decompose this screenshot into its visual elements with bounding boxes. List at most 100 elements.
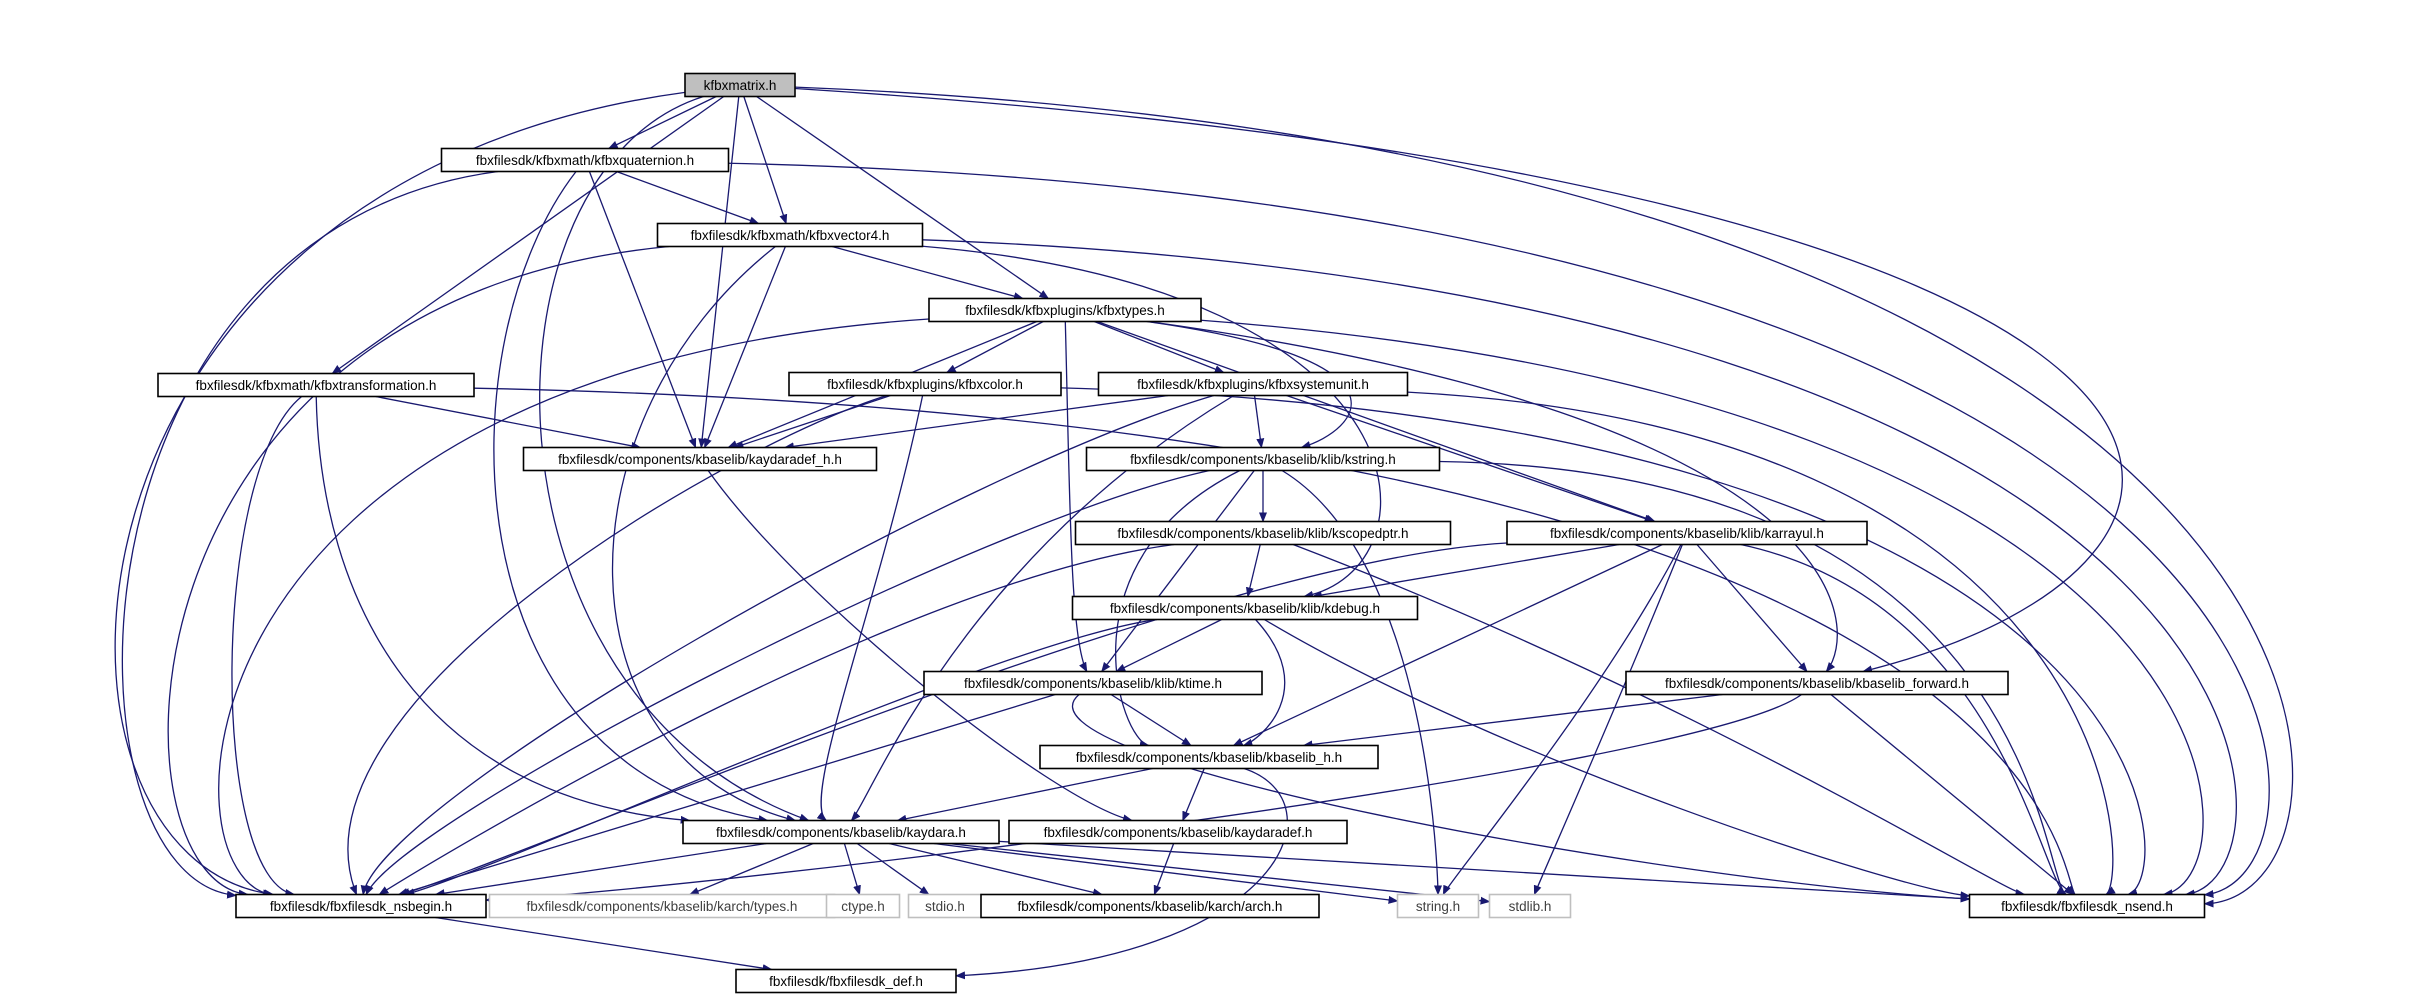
node-label: fbxfilesdk/components/kbaselib/kaydarade… [558,452,842,467]
edge-karrayul-to-kdebug [1311,543,1620,599]
edge-nsbegin-to-fbxfilesdk_def [435,916,773,973]
node-box [1097,371,1409,397]
edge-kstring-to-kbaselib_h [1115,469,1241,748]
edge-kdebug-to-kbaselib_h [1242,619,1286,747]
edge-karrayul-to-kbaselib_forward [1696,544,1808,673]
node-box [1506,520,1868,546]
edge-kdebug-to-nsend [1263,618,1971,900]
edge-vector4-to-kdebug [922,245,1382,599]
edge-transformation-to-kaydaradef_h [375,395,642,450]
edge-kfbxcolor-to-kaydaradef_h [733,394,891,449]
edge-kfbxmatrix-to-transformation [331,95,725,375]
edge-quaternion-to-kaydara [493,171,769,824]
edge-kaydara-to-nsend [998,840,1971,903]
edge-systemunit-to-kstring [1253,395,1265,449]
edge-ktime-to-nsbegin [397,693,1056,896]
edge-kfbxmatrix-to-nsbegin [114,91,686,898]
node-label: ctype.h [841,899,885,914]
node-label: fbxfilesdk/components/kbaselib/karch/arc… [1018,899,1283,914]
edge-kfbxtypes-to-kbaselib_forward [1148,320,1838,673]
edge-kfbxtypes-to-nsbegin [218,318,930,898]
node-box [1071,595,1419,621]
node-label: fbxfilesdk/kfbxplugins/kfbxsystemunit.h [1137,377,1369,392]
node-label: fbxfilesdk/kfbxplugins/kfbxtypes.h [965,303,1165,318]
node-box [157,372,475,398]
edge-kaydara-to-types [688,842,814,896]
edge-ktime-to-nsend [1071,694,1971,903]
node-kfbxcolor[interactable]: fbxfilesdk/kfbxplugins/kfbxcolor.h [788,371,1062,397]
edge-transformation-to-nsend [473,387,2076,896]
edge-kstring-to-ktime [1101,470,1255,673]
node-stdio: stdio.h [907,893,983,919]
node-box [1039,744,1379,770]
edge-systemunit-to-karrayul [1286,394,1655,523]
edge-kaydara-to-arch [888,842,1103,897]
node-box [1008,819,1348,845]
node-kbaselib_forward[interactable]: fbxfilesdk/components/kbaselib/kbaselib_… [1625,670,2009,696]
edge-vector4-to-kfbxtypes [831,245,1024,300]
node-label: fbxfilesdk/components/kbaselib/klib/kstr… [1130,452,1396,467]
edge-karrayul-to-kbaselib_h [1232,543,1663,747]
edge-kfbxmatrix-to-nsend [794,86,2294,908]
edge-kfbxtypes-to-ktime [1064,321,1088,673]
edge-kfbxtypes-to-karrayul [1096,320,1656,523]
node-label: fbxfilesdk/components/kbaselib/klib/kdeb… [1110,601,1380,616]
node-box [656,222,924,248]
node-label: fbxfilesdk/components/kbaselib/klib/karr… [1550,526,1824,541]
node-karrayul[interactable]: fbxfilesdk/components/kbaselib/klib/karr… [1506,520,1868,546]
edge-kscopedptr-to-kdebug [1245,544,1261,598]
node-box [682,819,1000,845]
node-stdlib: stdlib.h [1488,893,1572,919]
node-nsbegin[interactable]: fbxfilesdk/fbxfilesdk_nsbegin.h [235,893,487,919]
node-box [825,893,901,919]
node-label: fbxfilesdk/kfbxmath/kfbxtransformation.h [196,378,437,393]
node-kdebug[interactable]: fbxfilesdk/components/kbaselib/klib/kdeb… [1071,595,1419,621]
node-quaternion[interactable]: fbxfilesdk/kfbxmath/kfbxquaternion.h [440,147,730,173]
edge-quaternion-to-kaydaradef_h [588,171,697,449]
node-vector4[interactable]: fbxfilesdk/kfbxmath/kfbxvector4.h [656,222,924,248]
edge-ktime-to-kbaselib_h [1110,693,1192,747]
edge-quaternion-to-nsbegin [121,170,499,899]
node-box [440,147,730,173]
edge-kaydara-to-string [933,842,1399,904]
node-transformation[interactable]: fbxfilesdk/kfbxmath/kfbxtransformation.h [157,372,475,398]
node-kfbxtypes[interactable]: fbxfilesdk/kfbxplugins/kfbxtypes.h [928,297,1202,323]
node-arch[interactable]: fbxfilesdk/components/kbaselib/karch/arc… [980,893,1320,919]
node-kbaselib_h[interactable]: fbxfilesdk/components/kbaselib/kbaselib_… [1039,744,1379,770]
node-types: fbxfilesdk/components/kbaselib/karch/typ… [488,893,836,919]
node-kaydaradef_h[interactable]: fbxfilesdk/components/kbaselib/kaydarade… [522,446,878,472]
edge-vector4-to-nsbegin [167,245,669,898]
edge-kbaselib_h-to-kaydaradef [1182,768,1205,822]
edge-kstring-to-string [1281,469,1442,896]
edge-kstring-to-nsbegin [365,469,1210,896]
node-kaydara[interactable]: fbxfilesdk/components/kbaselib/kaydara.h [682,819,1000,845]
edge-systemunit-to-kaydaradef_h [783,394,1169,451]
node-label: fbxfilesdk/components/kbaselib/kaydarade… [1044,825,1313,840]
node-box [928,297,1202,323]
edge-kbaselib_h-to-kaydara [896,767,1153,823]
node-label: fbxfilesdk/components/kbaselib/karch/typ… [527,899,798,914]
edge-karrayul-to-stdlib [1533,544,1683,896]
node-box [1488,893,1572,919]
edge-transformation-to-nsbegin [231,395,303,897]
node-label: fbxfilesdk/fbxfilesdk_nsbegin.h [270,899,452,914]
edge-kscopedptr-to-nsbegin [378,543,1175,896]
node-kaydaradef[interactable]: fbxfilesdk/components/kbaselib/kaydarade… [1008,819,1348,845]
node-kscopedptr[interactable]: fbxfilesdk/components/kbaselib/klib/ksco… [1074,520,1452,546]
node-label: fbxfilesdk/kfbxmath/kfbxquaternion.h [476,153,694,168]
edge-vector4-to-kaydaradef_h [704,246,786,449]
node-kstring[interactable]: fbxfilesdk/components/kbaselib/klib/kstr… [1085,446,1441,472]
node-box [522,446,878,472]
edge-kbaselib_h-to-fbxfilesdk_def [955,767,1288,980]
node-fbxfilesdk_def[interactable]: fbxfilesdk/fbxfilesdk_def.h [735,968,957,994]
node-kfbxmatrix[interactable]: kfbxmatrix.h [684,72,796,98]
edge-quaternion-to-vector4 [616,170,760,225]
node-label: fbxfilesdk/kfbxplugins/kfbxcolor.h [827,377,1023,392]
node-systemunit[interactable]: fbxfilesdk/kfbxplugins/kfbxsystemunit.h [1097,371,1409,397]
node-box [980,893,1320,919]
edge-kaydara-to-nsbegin [434,842,767,898]
node-nsend[interactable]: fbxfilesdk/fbxfilesdk_nsend.h [1968,893,2206,919]
node-box [923,670,1263,696]
node-ktime[interactable]: fbxfilesdk/components/kbaselib/klib/ktim… [923,670,1263,696]
